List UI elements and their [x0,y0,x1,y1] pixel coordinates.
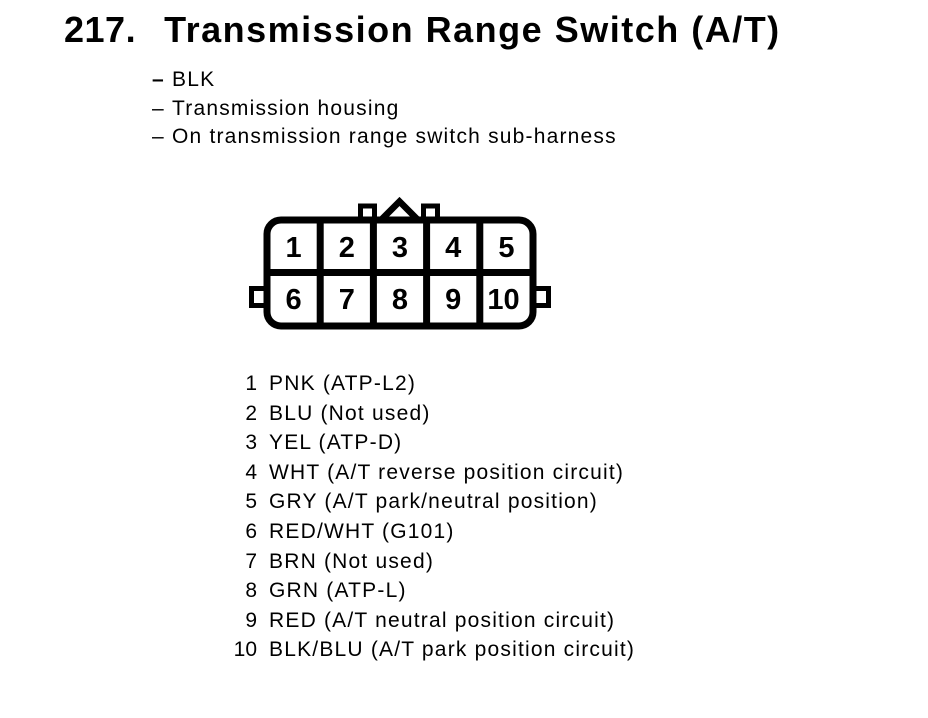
notes-list: – BLK – Transmission housing – On transm… [152,66,617,152]
pin-number: 10 [233,638,257,662]
pin-cell-10: 10 [487,284,519,316]
note-row: – Transmission housing [152,95,617,124]
pin-list: 1 PNK (ATP-L2) 2 BLU (Not used) 3 YEL (A… [220,369,635,665]
pin-row: 9 RED (A/T neutral position circuit) [220,606,635,636]
pin-description: RED (A/T neutral position circuit) [269,608,616,632]
pin-description: GRN (ATP-L) [269,579,407,603]
pin-row: 4 WHT (A/T reverse position circuit) [220,458,635,488]
pin-cell-7: 7 [339,284,355,316]
pin-number: 5 [245,490,257,514]
pin-number: 1 [245,372,257,395]
pin-description: RED/WHT (G101) [269,519,455,543]
pin-row: 10 BLK/BLU (A/T park position circuit) [220,635,635,665]
pin-description: YEL (ATP-D) [269,431,403,455]
pin-number: 8 [245,579,257,603]
pin-row: 3 YEL (ATP-D) [220,428,635,458]
pin-number: 9 [245,608,257,632]
pin-row: 7 BRN (Not used) [220,547,635,577]
pin-cell-8: 8 [392,284,408,316]
note-dash: – [152,68,165,91]
pin-cell-4: 4 [445,232,461,264]
section-number: 217. [64,9,137,50]
pin-number: 6 [245,519,257,543]
pin-number: 2 [245,401,257,425]
pin-row: 2 BLU (Not used) [220,399,635,429]
note-row: – On transmission range switch sub-harne… [152,123,617,152]
pin-cell-5: 5 [498,232,514,264]
pin-grid-dividers [268,220,532,326]
pin-description: BLK/BLU (A/T park position circuit) [269,638,636,662]
note-dash: – [152,125,165,149]
pin-description: GRY (A/T park/neutral position) [269,490,599,514]
pin-description: WHT (A/T reverse position circuit) [269,460,625,484]
note-dash: – [152,96,165,120]
pin-cell-9: 9 [445,284,461,316]
pin-description: PNK (ATP-L2) [269,372,417,395]
pin-cell-3: 3 [392,232,408,264]
pin-cell-1: 1 [286,232,302,264]
pin-number: 4 [245,460,257,484]
pin-cell-2: 2 [339,232,355,264]
note-label: BLK [172,68,216,91]
page-title: Transmission Range Switch (A/T) [164,9,781,50]
pin-row: 5 GRY (A/T park/neutral position) [220,487,635,517]
note-label: On transmission range switch sub-harness [172,125,617,149]
pin-cell-6: 6 [286,284,302,316]
pin-description: BRN (Not used) [269,549,435,573]
pin-number: 7 [245,549,257,573]
page-title-row: 217. Transmission Range Switch (A/T) [64,12,781,48]
pin-description: BLU (Not used) [269,401,431,425]
connector-diagram: 1 2 3 4 5 6 7 8 9 10 [249,196,551,330]
note-label: Transmission housing [172,96,400,120]
pin-row: 1 PNK (ATP-L2) [220,369,635,399]
pin-row: 8 GRN (ATP-L) [220,576,635,606]
pin-row: 6 RED/WHT (G101) [220,517,635,547]
pin-number: 3 [245,431,257,455]
note-row: – BLK [152,66,617,95]
